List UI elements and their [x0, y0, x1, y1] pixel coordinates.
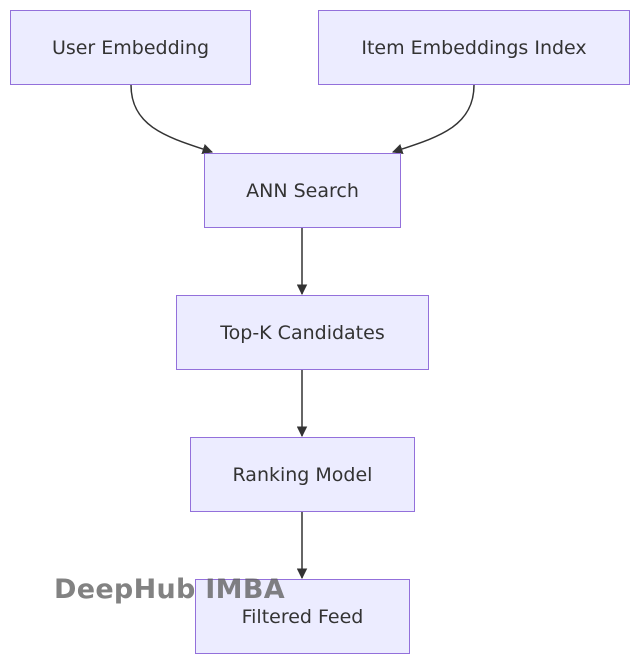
node-item-embeddings-index: Item Embeddings Index [318, 10, 630, 85]
node-label: User Embedding [51, 36, 210, 59]
node-label: Ranking Model [232, 463, 373, 486]
watermark: DeepHub IMBA [54, 574, 285, 605]
node-filtered-feed: Filtered Feed [195, 579, 410, 654]
node-top-k-candidates: Top-K Candidates [176, 295, 429, 370]
node-label: Filtered Feed [241, 605, 364, 628]
node-label: Top-K Candidates [220, 321, 385, 344]
node-label: Item Embeddings Index [361, 36, 587, 59]
node-ann-search: ANN Search [204, 153, 401, 228]
edge-item-embeddings-to-ann-search [392, 84, 475, 154]
node-label: ANN Search [246, 179, 359, 202]
node-ranking-model: Ranking Model [190, 437, 415, 512]
node-user-embedding: User Embedding [10, 10, 251, 85]
edge-user-embedding-to-ann-search [130, 84, 213, 154]
